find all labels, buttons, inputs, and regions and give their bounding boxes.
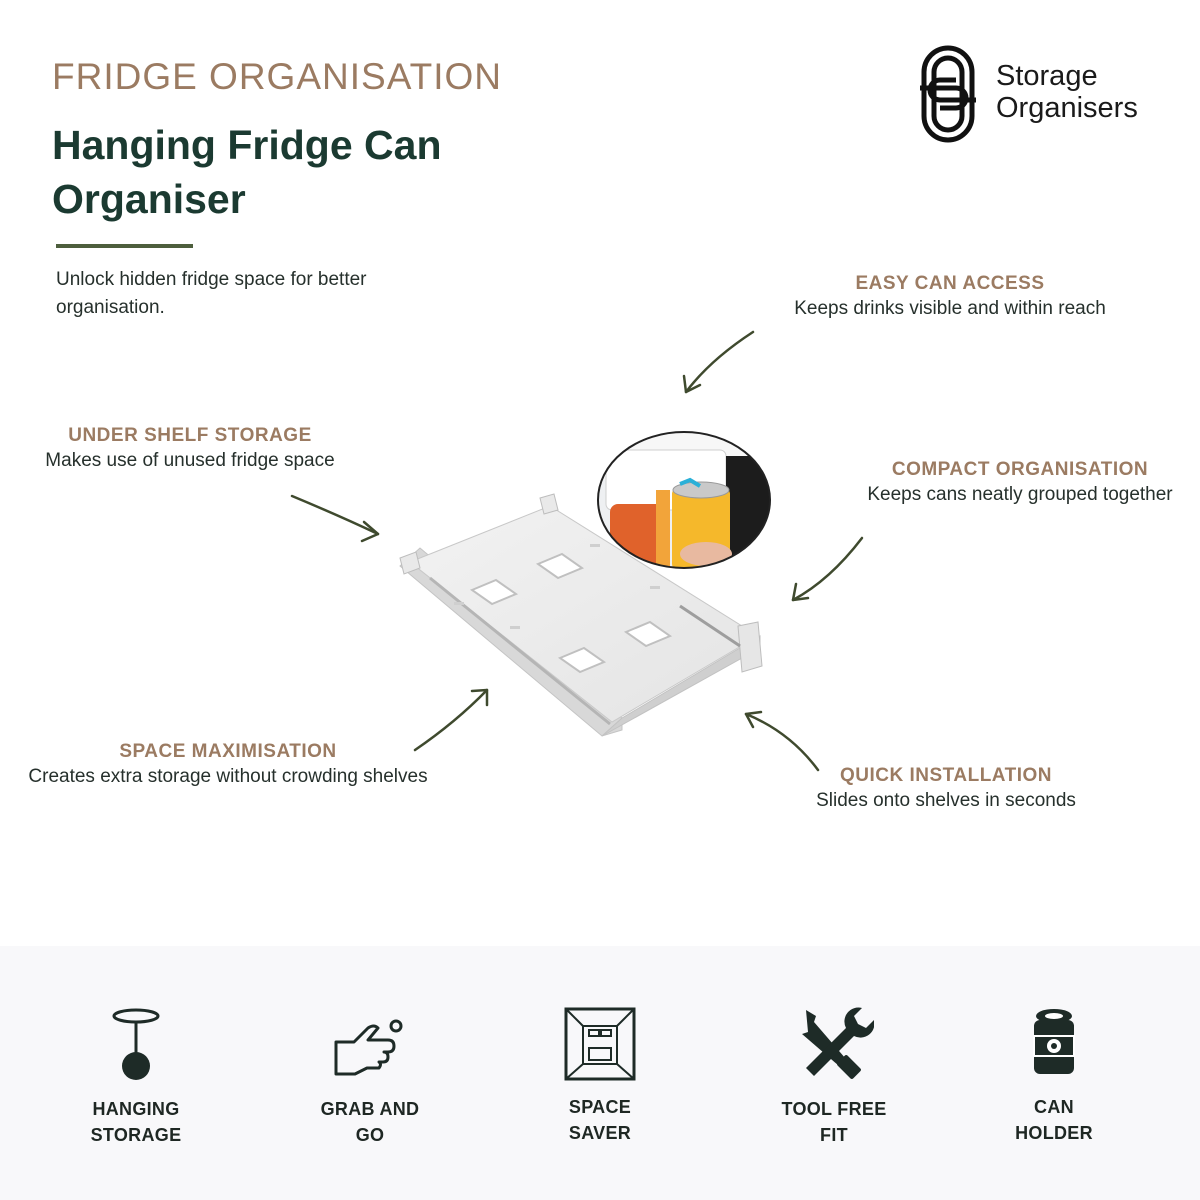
feature-description: Keeps drinks visible and within reach (794, 298, 1106, 319)
hanging-storage-icon (112, 1008, 160, 1080)
feature-under-shelf-storage: UNDER SHELF STORAGE Makes use of unused … (10, 424, 370, 474)
title-divider (56, 244, 193, 248)
storage-organisers-logo-icon (920, 45, 976, 143)
benefit-line-2: STORAGE (90, 1125, 182, 1145)
arrow-space-max (413, 688, 489, 752)
grab-hand-icon (334, 1019, 403, 1076)
intro-text: Unlock hidden fridge space for better or… (56, 269, 367, 318)
arrow-easy-access (682, 330, 755, 394)
arrow-under-shelf (290, 494, 380, 543)
benefit-hanging-storage: HANGING STORAGE (46, 1004, 226, 1148)
feature-heading: COMPACT ORGANISATION (891, 459, 1149, 480)
benefit-line-1: GRAB AND (320, 1099, 420, 1119)
space-saver-icon (564, 1007, 636, 1081)
feature-description: Makes use of unused fridge space (45, 450, 335, 471)
feature-space-maximisation: SPACE MAXIMISATION Creates extra storage… (0, 740, 456, 790)
brand-logo[interactable]: Storage Organisers (916, 44, 1176, 144)
benefit-can-holder: CAN HOLDER (964, 1006, 1144, 1146)
benefit-tool-free-fit: TOOL FREE FIT (744, 1004, 924, 1148)
benefit-line-2: GO (355, 1125, 385, 1145)
can-access-inset-photo (597, 431, 771, 569)
logo-line-1: Storage (996, 60, 1098, 92)
benefit-line-2: FIT (820, 1125, 848, 1145)
feature-description: Creates extra storage without crowding s… (28, 766, 428, 787)
benefit-line-2: SAVER (568, 1123, 632, 1143)
tools-icon (802, 1007, 874, 1079)
feature-compact-organisation: COMPACT ORGANISATION Keeps cans neatly g… (840, 458, 1200, 508)
product-title: Hanging Fridge Can Organiser (52, 122, 442, 222)
benefit-line-1: SPACE (568, 1097, 632, 1117)
benefit-grab-and-go: GRAB AND GO (280, 1004, 460, 1148)
benefit-line-1: CAN (1034, 1097, 1074, 1117)
feature-description: Slides onto shelves in seconds (816, 790, 1076, 811)
feature-heading: EASY CAN ACCESS (855, 273, 1045, 294)
feature-heading: UNDER SHELF STORAGE (68, 425, 312, 446)
feature-description: Keeps cans neatly grouped together (867, 484, 1173, 505)
category-kicker: FRIDGE ORGANISATION (52, 56, 503, 97)
benefit-line-1: TOOL FREE (781, 1099, 887, 1119)
feature-quick-installation: QUICK INSTALLATION Slides onto shelves i… (786, 764, 1106, 814)
feature-easy-can-access: EASY CAN ACCESS Keeps drinks visible and… (760, 272, 1140, 322)
arrow-compact (791, 536, 864, 602)
benefit-line-1: HANGING (92, 1099, 180, 1119)
can-organiser-product-image (399, 493, 763, 737)
can-icon (1033, 1009, 1075, 1074)
logo-line-2: Organisers (996, 92, 1138, 124)
feature-heading: SPACE MAXIMISATION (119, 741, 337, 762)
benefits-band (0, 946, 1200, 1200)
feature-heading: QUICK INSTALLATION (840, 765, 1052, 786)
arrow-quick-install (744, 710, 820, 772)
benefit-line-2: HOLDER (1015, 1123, 1093, 1143)
benefit-space-saver: SPACE SAVER (510, 1006, 690, 1146)
callout-arrows (290, 330, 864, 772)
